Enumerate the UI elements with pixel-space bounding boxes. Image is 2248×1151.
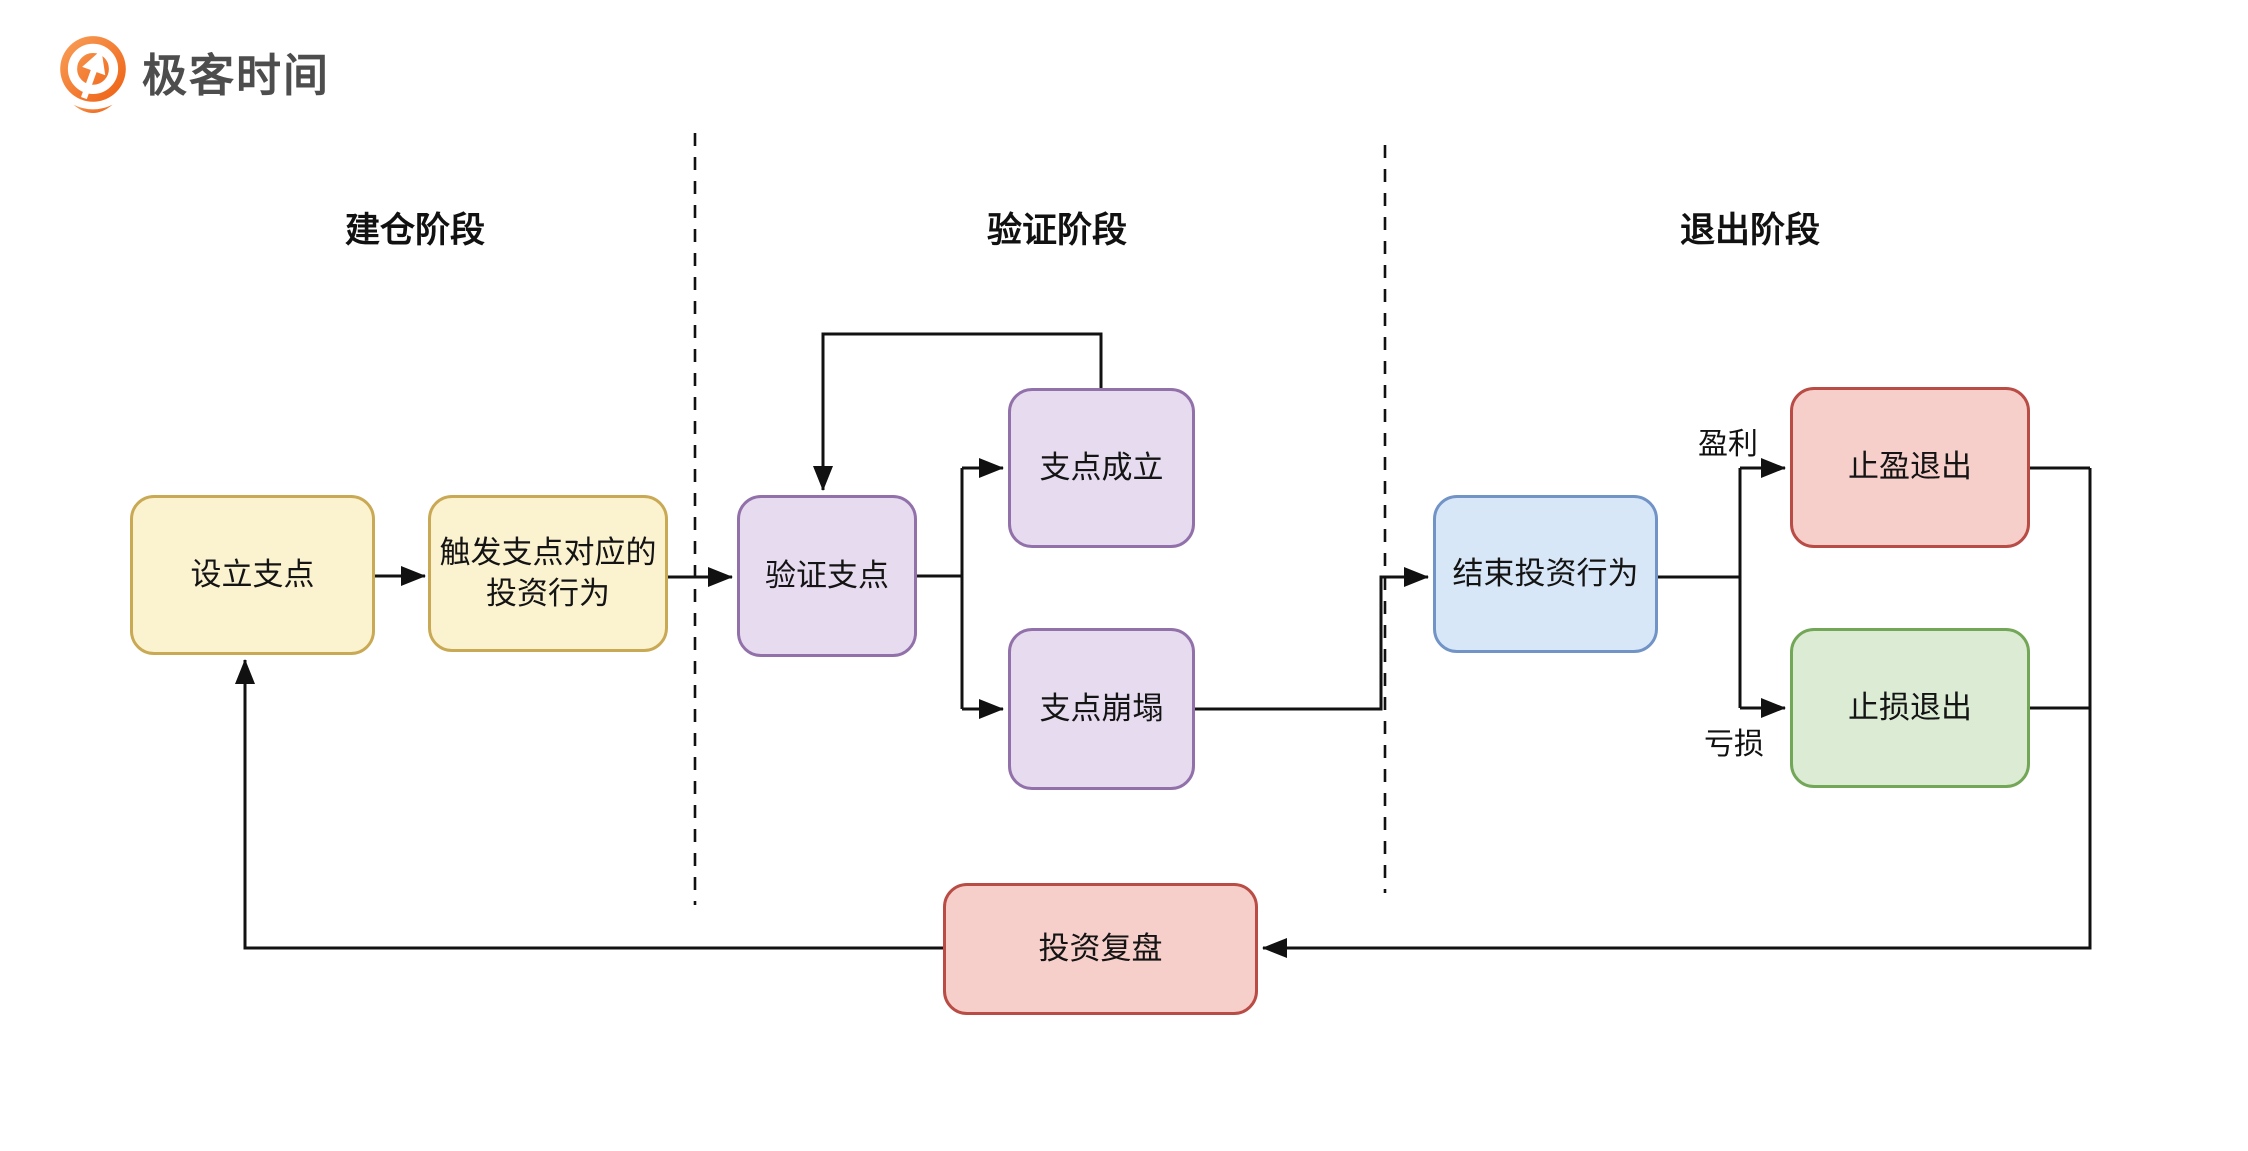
edge-label-profit: 盈利 (1696, 419, 1760, 463)
node-pivot-established: 支点成立 (1008, 388, 1195, 548)
node-stop-loss-exit: 止损退出 (1790, 628, 2030, 788)
edge-review-feedback (235, 659, 943, 950)
edge-collapsed-to-end (1195, 567, 1429, 711)
edge-established-feedback (813, 332, 1103, 491)
node-verify-pivot: 验证支点 (737, 495, 917, 657)
node-label: 支点成立 (1039, 449, 1164, 486)
node-pivot-collapsed: 支点崩塌 (1008, 628, 1195, 790)
node-take-profit-exit: 止盈退出 (1790, 387, 2030, 548)
node-investment-review: 投资复盘 (943, 883, 1258, 1015)
node-label-line1: 触发支点对应的 (439, 535, 657, 572)
node-label: 验证支点 (765, 557, 889, 594)
edge-merge-to-review (1262, 468, 2092, 958)
node-label: 止损退出 (1848, 689, 1972, 726)
geektime-logo: 极客时间 (56, 32, 330, 114)
geektime-logo-icon (60, 36, 126, 113)
phase-title-exit: 退出阶段 (1679, 211, 1821, 251)
phase-title-verify: 验证阶段 (986, 211, 1128, 251)
node-label: 止盈退出 (1848, 449, 1972, 486)
node-set-pivot: 设立支点 (130, 495, 375, 655)
node-trigger-investment: 触发支点对应的 投资行为 (428, 495, 668, 652)
logo-text: 极客时间 (142, 48, 331, 102)
node-label-line2: 投资行为 (486, 575, 610, 612)
phase-title-build: 建仓阶段 (344, 211, 486, 251)
node-label: 投资复盘 (1038, 930, 1163, 967)
node-label: 设立支点 (190, 556, 315, 593)
node-label: 结束投资行为 (1452, 555, 1639, 592)
node-label: 支点崩塌 (1039, 690, 1164, 727)
node-end-investment: 结束投资行为 (1433, 495, 1658, 653)
edge-label-loss: 亏损 (1702, 719, 1766, 763)
